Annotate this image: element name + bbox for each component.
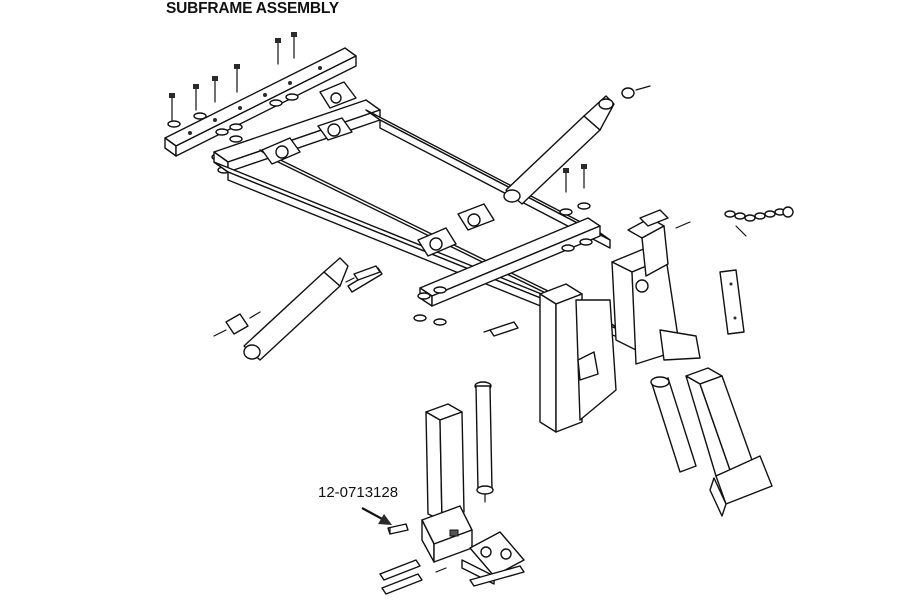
diagram-title: SUBFRAME ASSEMBLY (166, 0, 339, 17)
callout-arrow (361, 507, 392, 525)
right-support-strut (650, 376, 697, 473)
jack-cylinder (474, 381, 494, 503)
rear-cross-member (419, 217, 601, 307)
loose-pins (353, 265, 519, 337)
pins (379, 559, 447, 595)
top-plate-bolts (169, 32, 297, 121)
right-rear-leg (685, 367, 773, 517)
chain (724, 206, 794, 237)
part-number-callout: 12-0713128 (318, 484, 399, 501)
right-tower-assembly (611, 209, 701, 365)
upper-hydraulic-cylinder (503, 85, 651, 205)
rear-cross-bolts (413, 164, 593, 326)
jack-post (421, 403, 473, 563)
rear-tower-post (539, 283, 617, 433)
side-plate (719, 269, 745, 335)
foot-plate (461, 531, 525, 587)
pivot-brackets (261, 81, 495, 257)
callout-pin (387, 523, 409, 535)
